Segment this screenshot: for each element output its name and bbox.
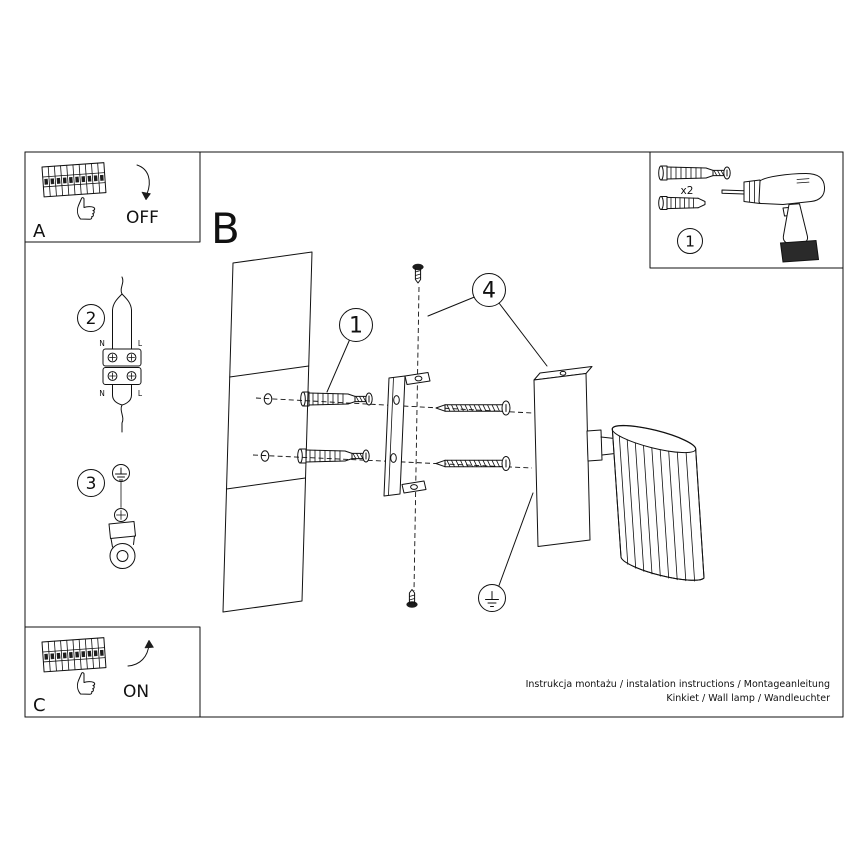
earth-connection-callout	[478, 492, 534, 612]
on-label: ON	[123, 682, 149, 702]
switch-down-arrow-icon	[136, 164, 152, 201]
step-c-letter: C	[33, 695, 46, 716]
fixing-screw-top	[412, 263, 424, 284]
footer: Instrukcja montażu / instalation instruc…	[526, 679, 831, 704]
sheet-frame	[24, 151, 844, 718]
earth-symbol-icon	[485, 591, 499, 607]
wall-anchor-bottom	[297, 448, 370, 464]
lamp-body	[533, 366, 593, 547]
parts-box-content: x2 1	[658, 165, 826, 263]
center-line-vertical	[413, 286, 420, 592]
main-diagram: 1 4	[222, 251, 705, 613]
parts-box-callout-number: 1	[685, 233, 695, 251]
step-c-box	[24, 626, 201, 718]
fuse-box-icon	[41, 637, 107, 673]
lamp-body-top-hole	[559, 370, 567, 376]
callout-3-number: 3	[86, 474, 97, 494]
cable-wires	[112, 276, 132, 433]
step-c: ON C	[33, 637, 155, 716]
callout-2-number: 2	[86, 309, 97, 329]
terminal-block	[102, 348, 142, 385]
anchor-quantity: x2	[681, 185, 694, 197]
terminal-label-n-bottom: N	[99, 389, 105, 398]
footer-line2: Kinkiet / Wall lamp / Wandleuchter	[666, 693, 830, 704]
parts-box	[649, 151, 844, 269]
wall-anchor-top	[300, 391, 373, 407]
step-b-letter: B	[211, 204, 240, 253]
switch-up-arrow-icon	[127, 639, 155, 667]
earth-symbol-icon	[112, 464, 130, 482]
step-a: OFF A	[33, 162, 159, 242]
step-2-wiring: 2 N L N L	[77, 276, 143, 433]
hand-icon	[76, 197, 96, 220]
wall-panel	[222, 251, 313, 613]
parts-box-callout: 1	[677, 228, 703, 254]
hand-icon	[76, 672, 96, 695]
callout-2-circle	[77, 304, 105, 332]
ground-clamp	[108, 481, 136, 569]
wall-hole-bottom	[260, 450, 270, 462]
mounting-bracket	[383, 372, 431, 497]
terminal-label-l-top: L	[138, 339, 143, 348]
wall-anchor-with-screw	[658, 165, 731, 181]
step-a-letter: A	[33, 221, 46, 242]
terminal-label-n-top: N	[99, 339, 105, 348]
step-a-box	[24, 151, 201, 243]
callout-4-number: 4	[482, 279, 496, 304]
fuse-box-icon	[41, 162, 107, 198]
off-label: OFF	[126, 208, 159, 228]
wall-hole-top	[263, 393, 273, 405]
step-3-ground: 3	[77, 464, 136, 569]
footer-line1: Instrukcja montażu / instalation instruc…	[526, 679, 830, 690]
shade-pleats	[618, 435, 695, 582]
callout-3-circle	[77, 469, 105, 497]
callout-1-number: 1	[349, 314, 363, 339]
terminal-label-l-bottom: L	[138, 389, 143, 398]
fixing-screw-bottom	[406, 589, 418, 608]
lamp-shade	[611, 424, 705, 582]
mounting-screw-bottom	[435, 456, 511, 471]
drill-illustration	[721, 173, 826, 263]
callout-4: 4	[427, 273, 548, 367]
callout-1: 1	[326, 308, 373, 393]
wall-anchor	[658, 196, 706, 210]
